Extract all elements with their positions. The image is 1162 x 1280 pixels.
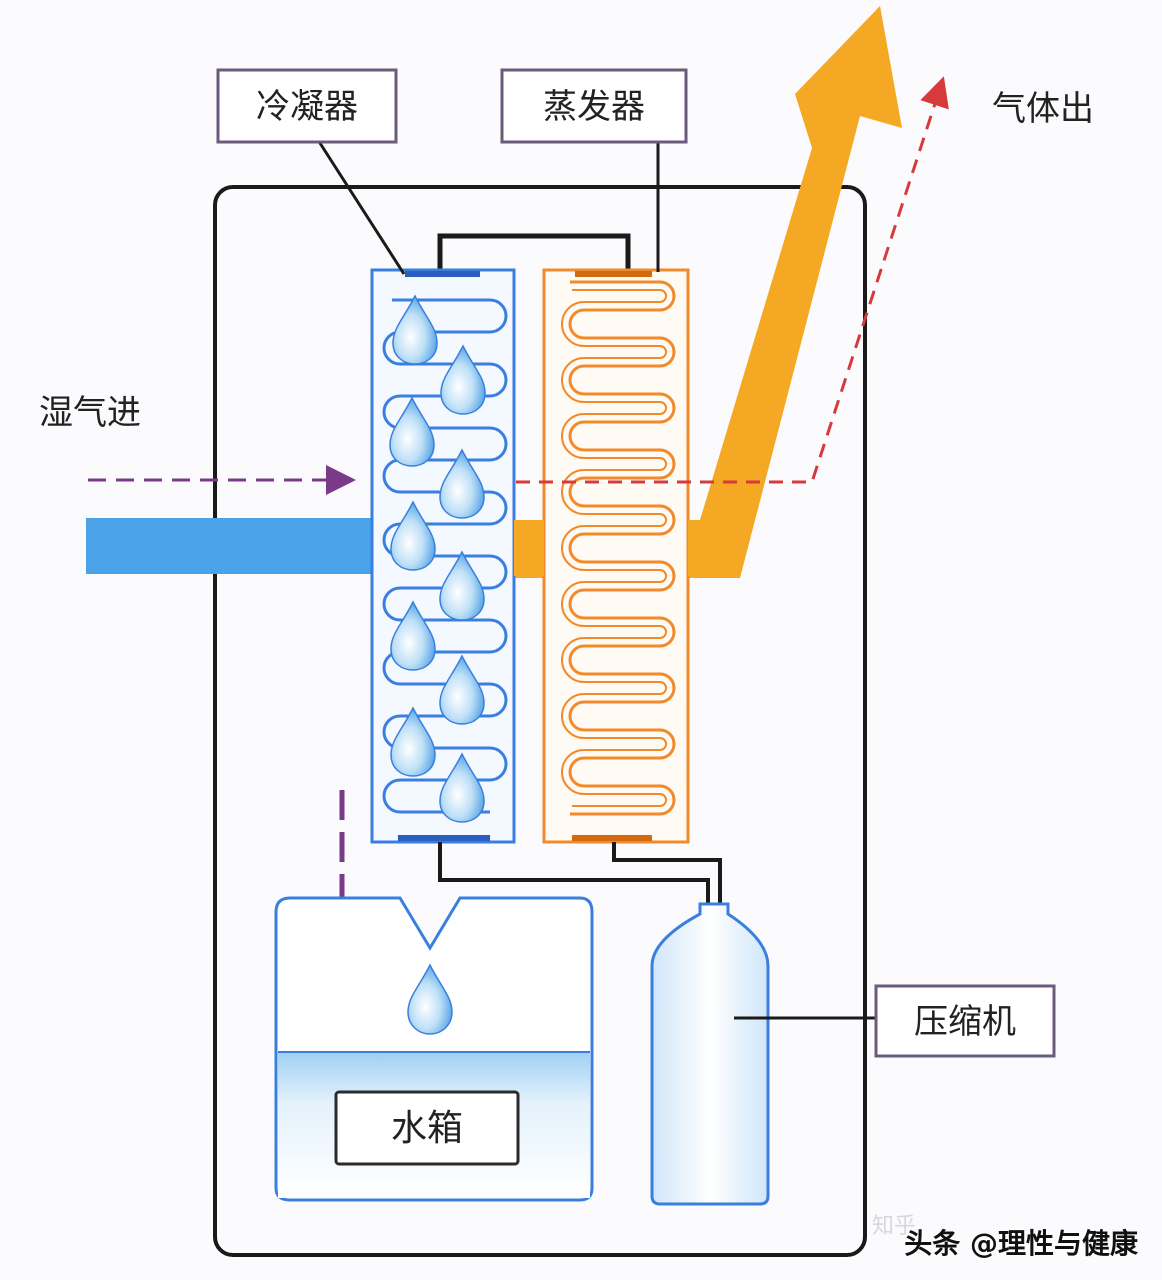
water-tank-label-box bbox=[334, 1090, 520, 1166]
droplet bbox=[439, 550, 485, 621]
compressor-label: 压缩机 bbox=[914, 1002, 1016, 1042]
evaporator-coil bbox=[568, 280, 676, 816]
air-passage-orange-right bbox=[688, 520, 708, 576]
condenser-label-box bbox=[216, 68, 398, 144]
droplet bbox=[389, 396, 435, 467]
housing-outline bbox=[213, 185, 867, 1257]
compressor-label-box bbox=[874, 984, 1056, 1058]
evaporator-coil-inner bbox=[561, 289, 667, 807]
pipe-evaporator-compressor bbox=[612, 842, 722, 904]
droplet bbox=[392, 294, 438, 365]
gas-out-label: 气体出 bbox=[992, 89, 1094, 129]
condenser-coil bbox=[382, 298, 508, 814]
toutiao-watermark: 头条 @理性与健康 bbox=[904, 1227, 1138, 1260]
pipe-condenser-compressor bbox=[438, 842, 710, 904]
humid-air-band bbox=[86, 518, 376, 574]
condenser-label: 冷凝器 bbox=[256, 87, 358, 127]
evaporator-label: 蒸发器 bbox=[543, 87, 645, 127]
zhihu-watermark: 知乎 bbox=[872, 1214, 917, 1239]
evaporator-label-box bbox=[500, 68, 688, 144]
droplet bbox=[390, 500, 436, 571]
air-passage-orange bbox=[514, 520, 544, 576]
water-tank-label: 水箱 bbox=[391, 1108, 463, 1149]
droplet bbox=[440, 344, 486, 415]
condensation-droplets bbox=[389, 294, 486, 823]
humid-in-label: 湿气进 bbox=[39, 393, 141, 433]
droplet bbox=[439, 654, 485, 725]
airflow-red-dashed bbox=[516, 76, 949, 484]
tank-droplet bbox=[407, 963, 453, 1035]
droplet bbox=[390, 600, 436, 671]
condenser-leader bbox=[316, 139, 406, 275]
top-connecting-pipe bbox=[437, 233, 631, 272]
droplet bbox=[439, 752, 485, 823]
compressor-body bbox=[650, 902, 770, 1206]
droplet bbox=[439, 448, 485, 519]
droplet bbox=[390, 706, 436, 777]
